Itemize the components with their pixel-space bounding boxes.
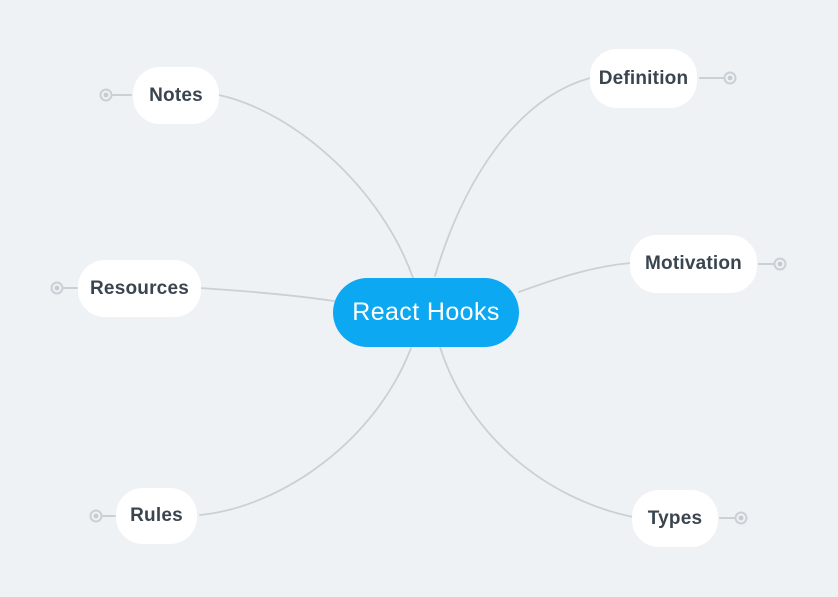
mindmap-node-motivation[interactable]: Motivation xyxy=(630,235,757,293)
mindmap-node-definition[interactable]: Definition xyxy=(590,49,697,108)
edge-root-types xyxy=(439,346,634,518)
edge-root-resources xyxy=(199,287,335,302)
motivation-connector-icon[interactable] xyxy=(758,257,787,271)
edge-root-notes xyxy=(218,94,414,279)
mindmap-node-notes[interactable]: Notes xyxy=(133,67,219,124)
node-label: Motivation xyxy=(645,253,742,274)
edge-root-definition xyxy=(434,77,591,277)
definition-connector-icon[interactable] xyxy=(699,71,737,85)
node-label: Notes xyxy=(149,84,203,106)
edge-root-motivation xyxy=(518,262,632,293)
resources-connector-icon[interactable] xyxy=(50,281,78,295)
notes-connector-icon[interactable] xyxy=(99,88,132,102)
rules-connector-icon[interactable] xyxy=(89,509,116,523)
mindmap-node-rules[interactable]: Rules xyxy=(116,488,197,544)
node-label: Types xyxy=(647,507,703,529)
node-label: Rules xyxy=(130,505,183,526)
node-label: Definition xyxy=(598,67,689,89)
mindmap-node-resources[interactable]: Resources xyxy=(78,260,201,317)
edge-root-rules xyxy=(199,347,412,516)
root-node-label: React Hooks xyxy=(352,298,500,326)
mindmap-node-types[interactable]: Types xyxy=(632,490,718,547)
types-connector-icon[interactable] xyxy=(719,511,748,525)
node-label: Resources xyxy=(90,277,189,299)
mindmap-root-node[interactable]: React Hooks xyxy=(333,278,519,347)
